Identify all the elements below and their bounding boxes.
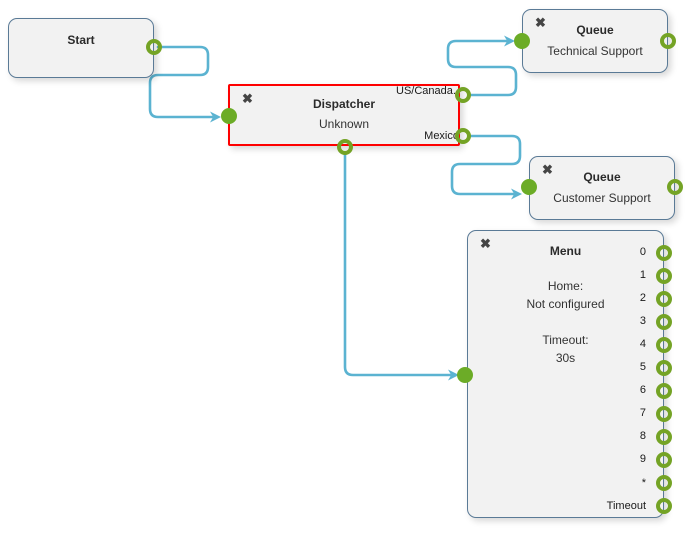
close-icon[interactable]: ✖ [242,91,253,106]
menu-input-port[interactable] [457,367,473,383]
queue-customer-support-subtitle: Customer Support [553,191,651,205]
menu-output-port-0-label: 0 [639,246,646,258]
wire-dispatcher-to-menu [343,152,459,381]
menu-output-port-9[interactable] [656,452,672,468]
close-icon[interactable]: ✖ [542,162,553,177]
menu-output-port-0[interactable] [656,245,672,261]
queue-technical-support-title: Queue [576,23,614,37]
menu-output-port-9-label: 9 [639,453,646,465]
menu-home-value: Not configured [526,297,605,311]
menu-node[interactable]: ✖ Menu Home: Not configured Timeout: 30s [467,230,664,518]
menu-output-port-7-label: 7 [639,407,646,419]
menu-output-port-5[interactable] [656,360,672,376]
menu-output-port-8-label: 8 [639,430,646,442]
menu-output-port-7[interactable] [656,406,672,422]
menu-output-port-star[interactable] [656,475,672,491]
menu-output-port-1[interactable] [656,268,672,284]
queue-technical-support-node[interactable]: ✖ Queue Technical Support [522,9,668,73]
close-icon[interactable]: ✖ [480,236,491,251]
queue-technical-support-input-port[interactable] [514,33,530,49]
menu-output-port-2[interactable] [656,291,672,307]
dispatcher-node-subtitle: Unknown [318,117,370,131]
menu-output-port-3[interactable] [656,314,672,330]
dispatcher-node[interactable]: ✖ Dispatcher Unknown [228,84,460,146]
menu-timeout-label: Timeout: [542,333,589,347]
menu-output-port-8[interactable] [656,429,672,445]
dispatcher-output-port-1[interactable] [455,87,471,103]
dispatcher-output-port-2[interactable] [455,128,471,144]
dispatcher-output-port-2-label: Mexico [424,130,459,142]
dispatcher-output-port-1-label: US/Canada.. [396,85,459,97]
dispatcher-input-port[interactable] [221,108,237,124]
menu-output-port-3-label: 3 [639,315,646,327]
queue-technical-support-subtitle: Technical Support [547,44,643,58]
menu-output-port-6-label: 6 [639,384,646,396]
wire-start-to-dispatcher [148,45,221,123]
menu-output-port-6[interactable] [656,383,672,399]
close-icon[interactable]: ✖ [535,15,546,30]
menu-output-port-1-label: 1 [639,269,646,281]
menu-output-port-timeout-label: Timeout [606,500,646,512]
menu-output-port-timeout[interactable] [656,498,672,514]
menu-output-port-4-label: 4 [639,338,646,350]
menu-output-port-5-label: 5 [639,361,646,373]
menu-output-port-4[interactable] [656,337,672,353]
menu-timeout-value: 30s [555,351,576,365]
queue-technical-support-output-port[interactable] [660,33,676,49]
start-node-title: Start [67,33,95,47]
menu-output-port-star-label: * [641,477,646,489]
queue-customer-support-title: Queue [583,170,621,184]
queue-customer-support-input-port[interactable] [521,179,537,195]
wire-mexico-to-customer-queue [450,134,522,200]
dispatcher-node-title: Dispatcher [312,97,376,111]
menu-node-title: Menu [549,244,582,258]
dispatcher-output-port-bottom[interactable] [337,139,353,155]
start-node-output-port[interactable] [146,39,162,55]
menu-output-port-2-label: 2 [639,292,646,304]
queue-customer-support-node[interactable]: ✖ Queue Customer Support [529,156,675,220]
start-node[interactable]: Start [8,18,154,78]
menu-home-label: Home: [547,279,584,293]
queue-customer-support-output-port[interactable] [667,179,683,195]
menu-node-body: Home: Not configured Timeout: 30s [468,277,663,367]
